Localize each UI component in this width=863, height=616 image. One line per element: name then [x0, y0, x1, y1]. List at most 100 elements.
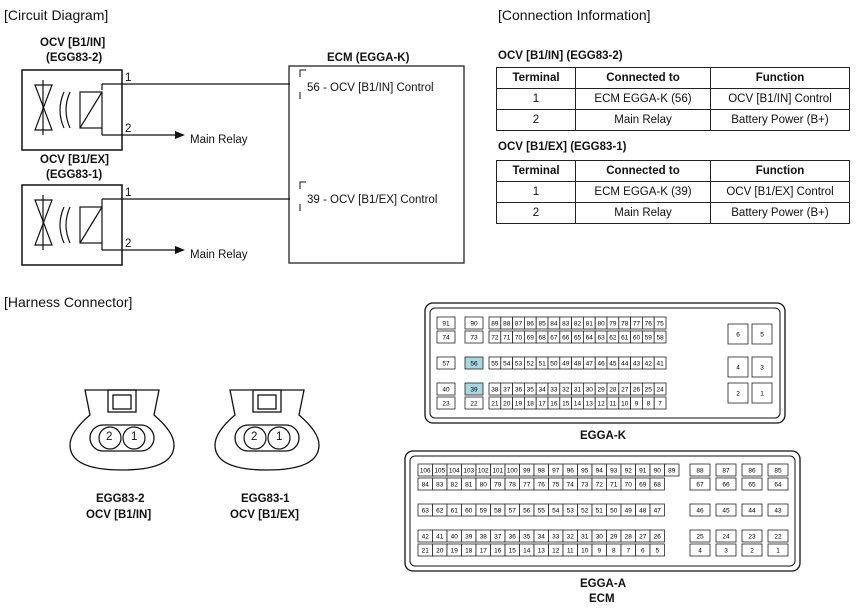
connector-pin-number: 75	[656, 321, 664, 328]
table-header: Function	[710, 160, 850, 182]
connector-pin-number: 88	[503, 321, 511, 328]
connector-pin-number: 54	[503, 361, 511, 368]
connector-pin-number: 57	[509, 508, 517, 515]
ecm-box	[288, 65, 465, 264]
connector-pin-number: 67	[550, 335, 558, 342]
connector-pin-number: 17	[538, 401, 546, 408]
connector-pin-number: 15	[562, 401, 570, 408]
connector-pin-number: 70	[625, 482, 633, 489]
connector-pin-number: 40	[442, 387, 450, 394]
connector-pin	[649, 503, 665, 517]
connector-pin-number: 35	[523, 534, 531, 541]
arrow-icon	[175, 131, 185, 139]
connector-pin-number: 13	[538, 548, 546, 555]
connector-pin-number: 36	[515, 387, 523, 394]
connector-pin-number: 90	[470, 321, 478, 328]
connector-pin-number: 50	[550, 361, 558, 368]
connector-pin-number: 78	[509, 482, 517, 489]
connector-pin-number: 69	[527, 335, 535, 342]
connector-pin	[649, 477, 665, 491]
table-cell: OCV [B1/EX] Control	[710, 181, 850, 203]
connector-pin-number: 29	[597, 387, 605, 394]
connector-pin	[767, 543, 789, 557]
egga-k-outline	[424, 302, 786, 424]
connector-pin	[715, 543, 737, 557]
connector-pin-number: 86	[527, 321, 535, 328]
connector-pin-number: 39	[470, 387, 478, 394]
connector-pin-number: 33	[552, 534, 560, 541]
connector-pin	[751, 382, 773, 404]
table-cell: 2	[496, 202, 576, 224]
connector-pin-number: 8	[646, 401, 650, 408]
connector-pin-number: 14	[523, 548, 531, 555]
connector-pin	[664, 463, 680, 477]
connector-pin-number: 56	[523, 508, 531, 515]
connector-pin-number: 106	[420, 468, 431, 475]
connector-pin-number: 29	[610, 534, 618, 541]
connector-pin-number: 81	[586, 321, 594, 328]
connector-pin-number: 18	[527, 401, 535, 408]
table-row: 1 ECM EGGA-K (56) OCV [B1/IN] Control	[496, 88, 850, 110]
connector-pin-number: 83	[562, 321, 570, 328]
connector-pin-number: 97	[552, 468, 560, 475]
connector-pin-number: 41	[656, 361, 664, 368]
connector-pin-number: 55	[491, 361, 499, 368]
connector-pin-number: 39	[465, 534, 473, 541]
ecm-label: ECM	[589, 593, 615, 605]
connector-pin	[767, 463, 789, 477]
connector-pin-number: 105	[434, 468, 445, 475]
connector-pin-number: 78	[621, 321, 629, 328]
connector-pin-number: 7	[658, 401, 662, 408]
connector-pin-number: 74	[567, 482, 575, 489]
connector-pin-number: 63	[422, 508, 430, 515]
connector-pin-number: 2	[750, 548, 754, 555]
connector-pin-number: 22	[470, 401, 478, 408]
connector-pin-number: 28	[625, 534, 633, 541]
connector-pin	[436, 356, 456, 370]
connector-pin	[751, 356, 773, 378]
connector-pin-number: 47	[586, 361, 594, 368]
egga-a-outline	[404, 450, 801, 572]
connector-pin-number: 14	[574, 401, 582, 408]
connector-pin-number: 66	[562, 335, 570, 342]
connector-pin	[649, 543, 665, 557]
connector-pin-number: 91	[442, 321, 450, 328]
connector-pin-number: 51	[538, 361, 546, 368]
main-relay-label-1: Main Relay	[190, 134, 248, 146]
connector-pin-number: 52	[581, 508, 589, 515]
connector-pin-number: 101	[492, 468, 503, 475]
table-row: 2 Main Relay Battery Power (B+)	[496, 109, 850, 131]
connector-pin-number: 19	[451, 548, 459, 555]
connector-pin	[653, 382, 667, 396]
connector-pin-number: 20	[436, 548, 444, 555]
connector-pin-number: 4	[736, 365, 740, 372]
connector-pin-number: 34	[538, 534, 546, 541]
table-cell: 2	[496, 109, 576, 131]
connector-pin	[464, 330, 484, 344]
connector-pin-number: 23	[748, 534, 756, 541]
connector-pin-number: 64	[774, 482, 782, 489]
ocv-in-table: Terminal Connected to Function 1 ECM EGG…	[496, 67, 850, 131]
connector-pin-number: 65	[748, 482, 756, 489]
connector-pin-number: 40	[451, 534, 459, 541]
connector-pin-number: 60	[465, 508, 473, 515]
connector-pin-number: 54	[552, 508, 560, 515]
table-cell: Battery Power (B+)	[710, 202, 850, 224]
connector-pin-number: 12	[597, 401, 605, 408]
egg83-2-sublabel: OCV [B1/IN]	[86, 509, 152, 521]
connector-pin-number: 16	[550, 401, 558, 408]
connector-pin-number: 91	[639, 468, 647, 475]
table-header: Terminal	[496, 160, 576, 182]
connector-pin-number: 65	[574, 335, 582, 342]
connector-pin-number: 3	[724, 548, 728, 555]
connector-pin-number: 5	[760, 332, 764, 339]
connector-pin	[464, 382, 484, 396]
connector-pin	[767, 529, 789, 543]
ecm-title: ECM (EGGA-K)	[327, 52, 410, 64]
connector-pin-number: 61	[451, 508, 459, 515]
table-header: Function	[710, 67, 850, 89]
connector-pin-number: 9	[597, 548, 601, 555]
connector-pin-number: 30	[586, 387, 594, 394]
